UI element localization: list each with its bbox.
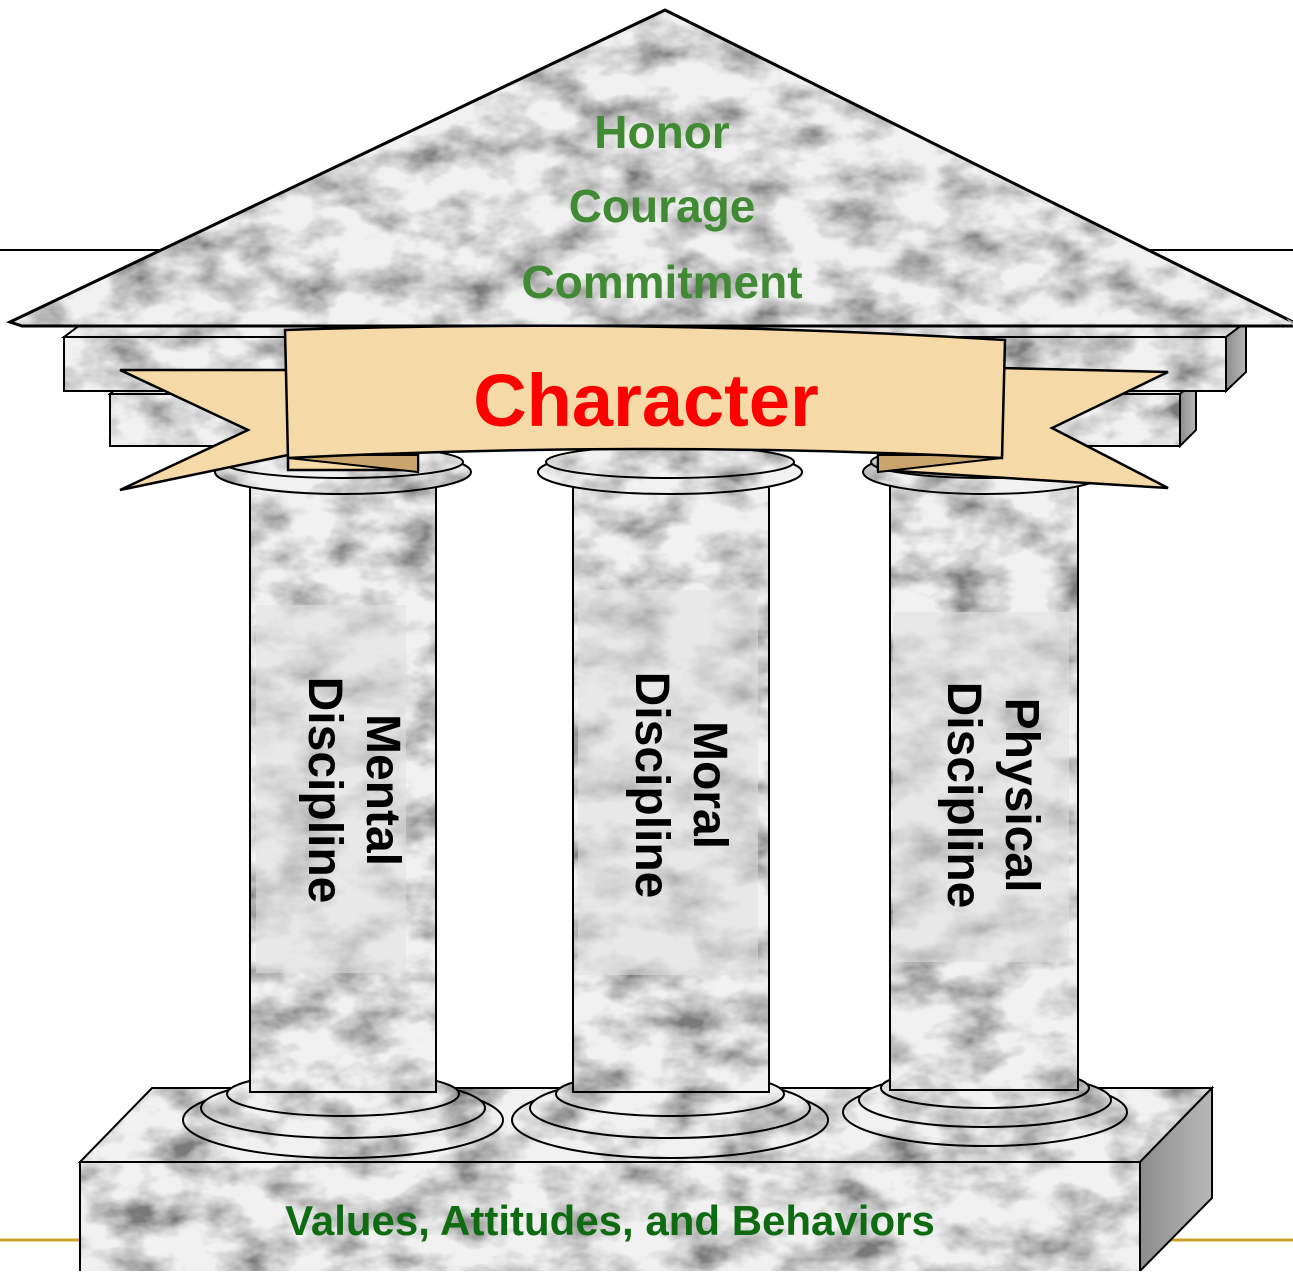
column-capital-2: [537, 445, 803, 495]
column-label-2: Moral Discipline: [625, 672, 736, 899]
character-banner: [119, 324, 1169, 492]
roof-value-commitment: Commitment: [521, 256, 802, 308]
column-label-1: Mental Discipline: [298, 677, 409, 904]
roof-value-courage: Courage: [569, 180, 756, 232]
column-label-panel-2: [578, 590, 758, 975]
column-label-3-line2: Discipline: [937, 682, 990, 909]
column-label-panel-3: [893, 612, 1069, 962]
banner-main: [283, 324, 1007, 460]
banner-label: Character: [473, 359, 819, 442]
column-label-1-line2: Discipline: [298, 677, 351, 904]
column-label-2-line2: Discipline: [625, 672, 678, 899]
column-label-panel-1: [256, 605, 406, 973]
roof-value-honor: Honor: [594, 106, 730, 158]
column-label-1-line1: Mental: [356, 714, 409, 866]
column-label-3-line1: Physical: [995, 698, 1048, 893]
foundation-label: Values, Attitudes, and Behaviors: [285, 1197, 935, 1244]
column-label-3: Physical Discipline: [937, 682, 1048, 909]
column-label-2-line1: Moral: [683, 721, 736, 849]
